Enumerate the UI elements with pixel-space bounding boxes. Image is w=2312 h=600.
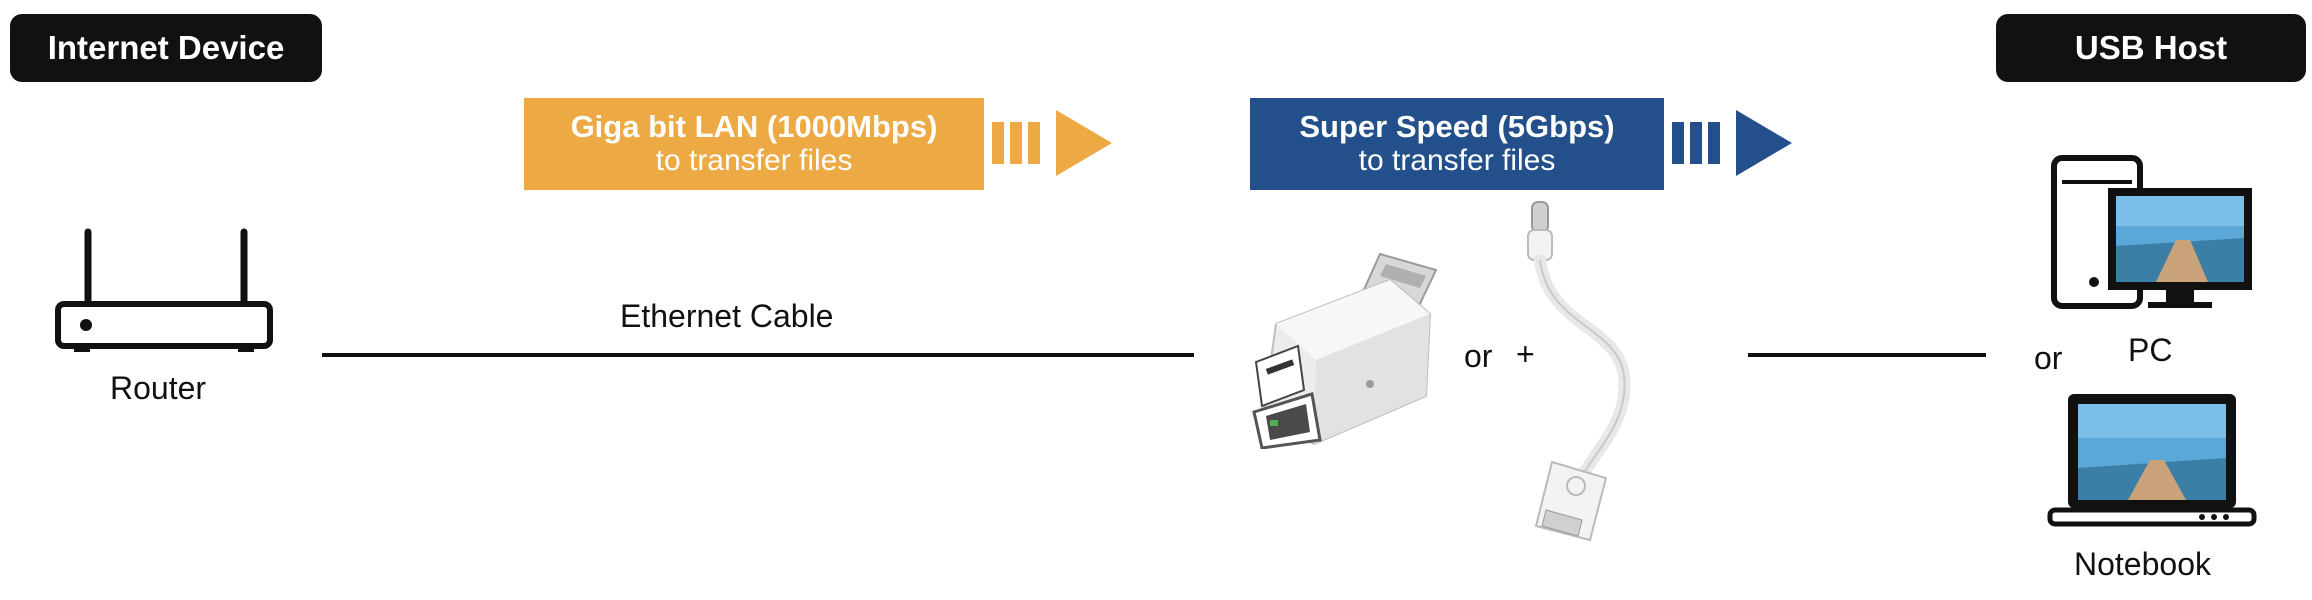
- desktop-pc-icon: [2051, 155, 2252, 309]
- usb-lan-adapter-image: [1252, 252, 1438, 449]
- usb-direction-arrow-icon: [1672, 110, 1792, 176]
- notebook-icon: [2047, 394, 2257, 527]
- super-speed-title: Super Speed (5Gbps): [1299, 109, 1615, 144]
- super-speed-banner: Super Speed (5Gbps) to transfer files: [1250, 98, 1664, 190]
- pc-label: PC: [2128, 332, 2173, 368]
- internet-device-header: Internet Device: [10, 14, 322, 82]
- lan-direction-arrow-icon: [992, 110, 1112, 176]
- or-adapter-label: or: [1464, 338, 1493, 374]
- usb-host-header-label: USB Host: [2074, 29, 2228, 66]
- usb-host-header: USB Host: [1996, 14, 2306, 82]
- gigabit-lan-title: Giga bit LAN (1000Mbps): [570, 109, 938, 144]
- gigabit-lan-banner: Giga bit LAN (1000Mbps) to transfer file…: [524, 98, 984, 190]
- internet-device-header-label: Internet Device: [47, 29, 285, 66]
- gigabit-lan-subtitle: to transfer files: [655, 144, 853, 177]
- ethernet-cable-line: [322, 353, 1194, 357]
- notebook-label: Notebook: [2074, 546, 2211, 582]
- super-speed-subtitle: to transfer files: [1358, 144, 1556, 177]
- usb-c-otg-cable-image: [1527, 201, 1631, 542]
- or-host-label: or: [2034, 340, 2063, 376]
- router-label: Router: [110, 370, 207, 406]
- ethernet-cable-label: Ethernet Cable: [620, 298, 834, 334]
- host-connection-line: [1748, 353, 1986, 357]
- plus-label: +: [1516, 336, 1535, 372]
- router-icon: [55, 228, 273, 352]
